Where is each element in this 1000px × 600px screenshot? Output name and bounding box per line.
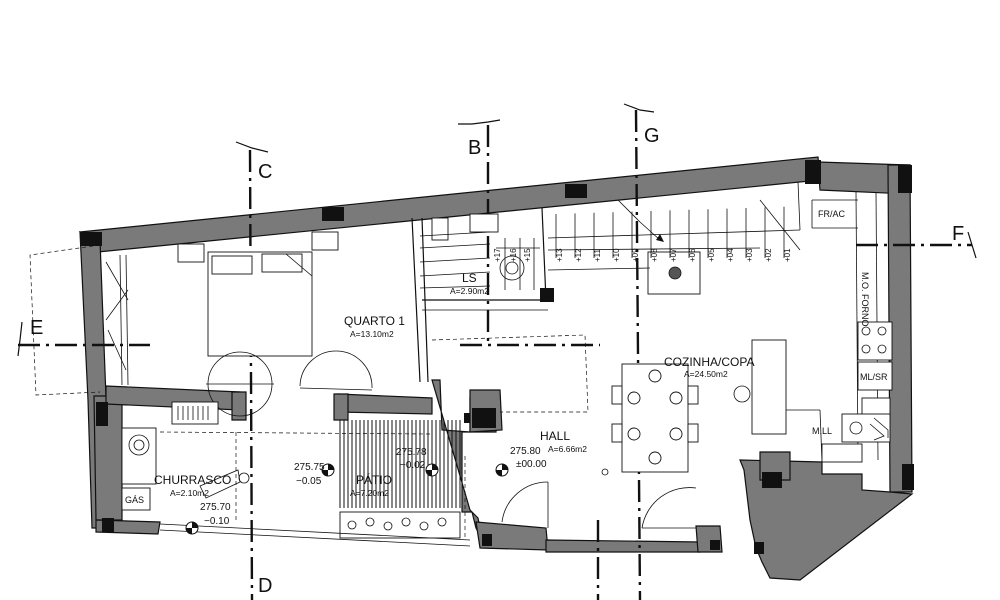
columns (80, 160, 914, 554)
section-marker-d: D (258, 575, 272, 597)
churrasco-area (121, 401, 250, 511)
room-area-churrasco: A=2.10m2 (170, 488, 209, 498)
dashed-outlines (29, 244, 589, 540)
room-labels: QUARTO 1 A=13.10m2 LS A=2.90m2 COZINHA/C… (154, 271, 754, 498)
patio-area (159, 420, 471, 547)
room-name-cozinha: COZINHA/COPA (664, 355, 754, 369)
stair-step-ls-16: +16 (509, 248, 518, 262)
fixture-gas: GÁS (125, 495, 144, 505)
section-marker-b: B (468, 137, 481, 159)
kitchen-fixtures (821, 321, 893, 463)
room-area-patio: A=7.20m2 (350, 488, 389, 498)
room-area-ls: A=2.90m2 (450, 286, 489, 296)
stair-step-label: +11 (593, 248, 602, 262)
room-name-ls: LS (462, 271, 477, 285)
level-labels: 275.80 ±00.00 275.75 −0.05 275.78 −0.02 … (200, 446, 547, 527)
stair-step-ls-15: +15 (523, 248, 532, 262)
level-churrasco-elevation: 275.70 (200, 502, 231, 513)
room-name-hall: HALL (540, 429, 570, 443)
section-marker-f: F (952, 223, 964, 245)
level-markers (185, 463, 509, 535)
stair-step-label: +07 (669, 248, 678, 262)
main-stair: +13 +12 +11 +10 +09 +08 +07 +06 +05 +04 +03 +02 +01 (547, 199, 801, 271)
level-patio-center-relative: −0.02 (400, 460, 426, 471)
stair-step-label: +02 (764, 248, 773, 262)
bedroom-furniture (105, 231, 373, 417)
room-name-patio: PÁTIO (356, 472, 392, 487)
fixture-labels: FR/AC M.O. FORNO ML/SR M.LL GÁS (125, 209, 888, 505)
fixture-mo-forno: M.O. FORNO (860, 272, 870, 327)
fixture-ml-sr: ML/SR (860, 372, 888, 382)
section-marker-g: G (644, 125, 660, 147)
stair-step-label: +09 (631, 248, 640, 262)
section-labels: B C D E F G (30, 125, 964, 597)
room-area-hall: A=6.66m2 (548, 444, 587, 454)
room-area-quarto: A=13.10m2 (350, 329, 394, 339)
section-marker-c: C (258, 161, 272, 183)
level-patio-left-elevation: 275.75 (294, 462, 325, 473)
section-marker-e: E (30, 317, 43, 339)
level-patio-center-elevation: 275.78 (396, 447, 427, 458)
level-hall-elevation: 275.80 (510, 446, 541, 457)
level-hall-relative: ±00.00 (516, 459, 547, 470)
stair-step-label: +13 (555, 248, 564, 262)
stair-step-label: +12 (574, 248, 583, 262)
stair-step-label: +08 (650, 248, 659, 262)
interior-walls (411, 181, 879, 463)
stair-step-label: +03 (745, 248, 754, 262)
fixture-mll: M.LL (812, 426, 832, 436)
stair-step-label: +01 (783, 248, 792, 262)
hall-doors (496, 466, 697, 529)
room-area-cozinha: A=24.50m2 (684, 369, 728, 379)
section-cut-lines (17, 103, 977, 600)
level-patio-left-relative: −0.05 (296, 476, 322, 487)
stair-step-label: +04 (726, 248, 735, 262)
stair-step-label: +06 (688, 248, 697, 262)
ls-stair: +17 +16 +15 (419, 213, 540, 290)
stair-step-label: +05 (707, 248, 716, 262)
fixture-fr-ac: FR/AC (818, 209, 846, 219)
exterior-walls (78, 156, 914, 581)
stair-step-ls-17: +17 (493, 248, 502, 262)
stair-step-label: +10 (612, 248, 621, 262)
room-name-churrasco: CHURRASCO (154, 473, 231, 487)
room-name-quarto: QUARTO 1 (344, 314, 405, 328)
dining-set (601, 363, 751, 476)
level-churrasco-relative: −0.10 (204, 516, 230, 527)
